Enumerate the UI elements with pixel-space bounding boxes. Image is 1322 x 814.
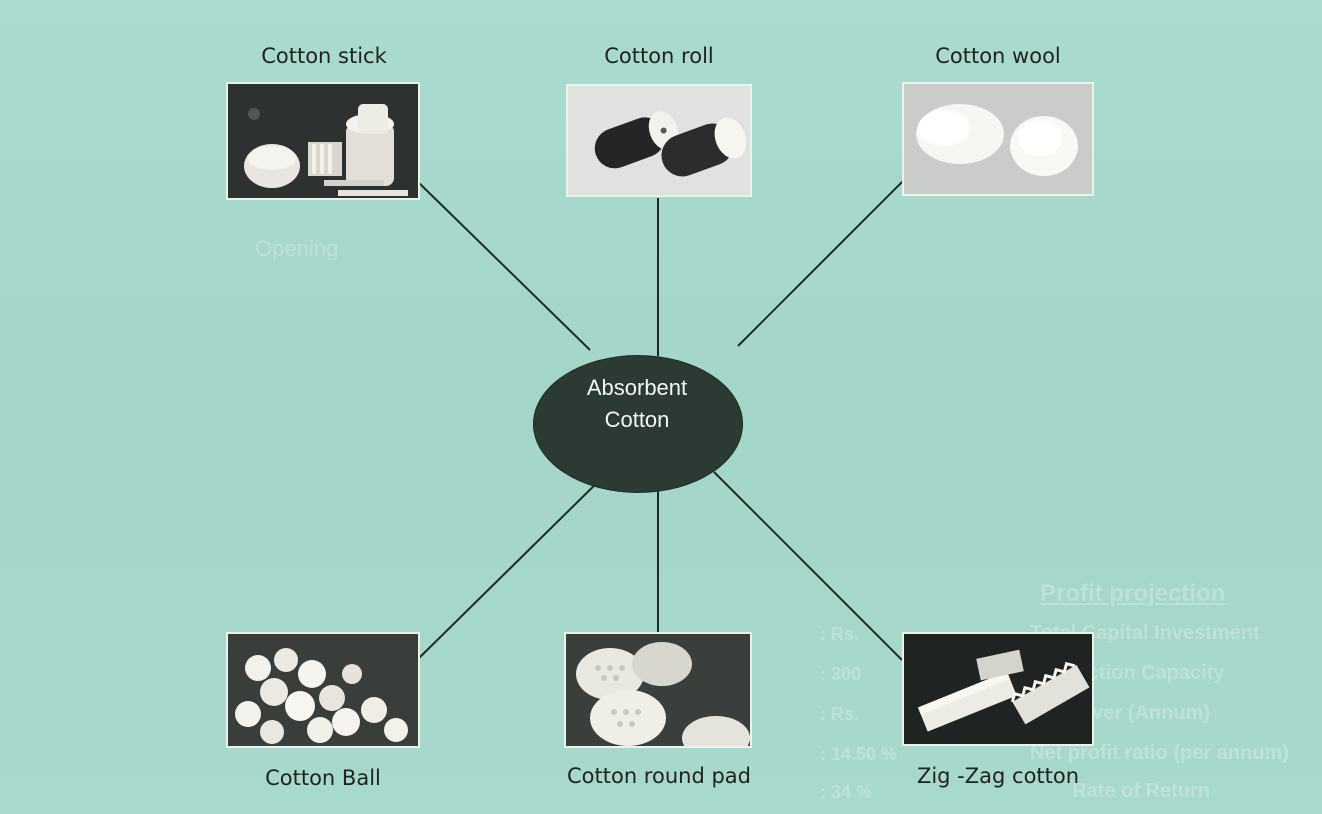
cotton-roll-label: Cotton roll	[566, 44, 752, 68]
cotton-ball-photo	[226, 632, 420, 748]
cotton-round-pad-photo	[564, 632, 752, 748]
absorbent-cotton-label: Absorbent Cotton	[533, 372, 741, 436]
cotton-round-pad-label: Cotton round pad	[548, 764, 770, 788]
cotton-stick-label: Cotton stick	[226, 44, 422, 68]
cotton-ball-label: Cotton Ball	[226, 766, 420, 790]
connector-wool	[738, 180, 904, 346]
zig-zag-cotton-photo	[902, 632, 1094, 746]
center-line-2: Cotton	[533, 404, 741, 436]
cotton-stick-photo	[226, 82, 420, 200]
connector-stick	[416, 180, 590, 350]
zig-zag-cotton-label: Zig -Zag cotton	[890, 764, 1106, 788]
center-line-1: Absorbent	[533, 372, 741, 404]
cotton-roll-photo	[566, 84, 752, 197]
cotton-wool-photo	[902, 82, 1094, 196]
cotton-wool-label: Cotton wool	[900, 44, 1096, 68]
connector-ball	[418, 472, 608, 659]
